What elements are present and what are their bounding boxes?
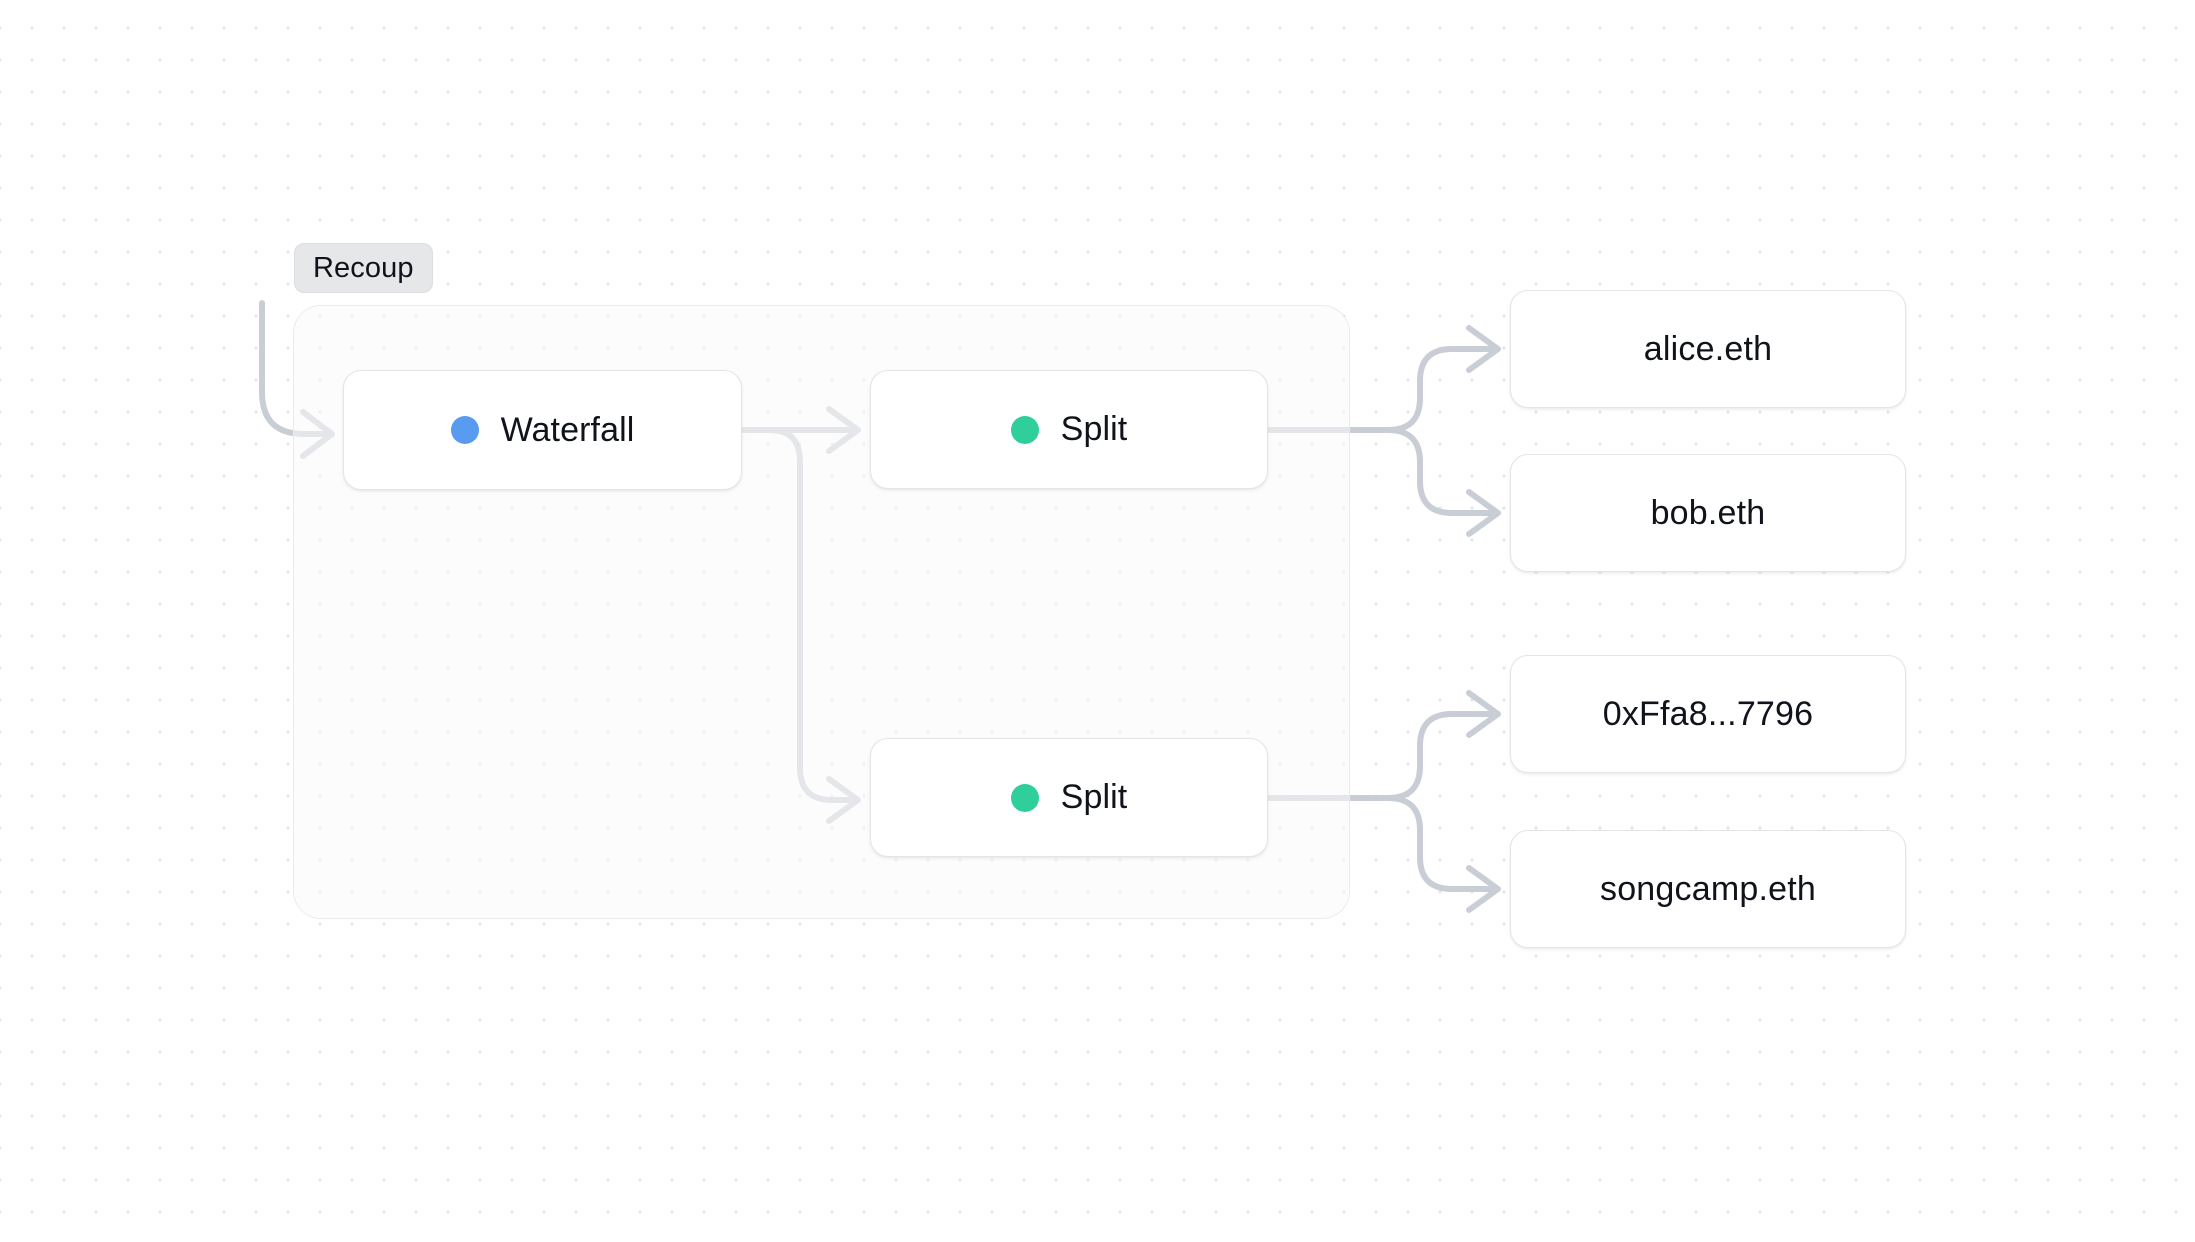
node-recipient-address-label: 0xFfa8...7796 <box>1602 694 1814 733</box>
node-recipient-songcamp[interactable]: songcamp.eth <box>1510 830 1906 948</box>
edge-split1-leaf0-arrowhead <box>1466 325 1501 373</box>
node-split-1[interactable]: Split <box>870 370 1268 489</box>
recoup-group-badge-label: Recoup <box>313 251 414 284</box>
blue-status-dot-icon <box>450 416 479 444</box>
edge-split1-leaf1-arrowhead <box>1466 489 1501 537</box>
node-split-2-label: Split <box>1060 778 1128 816</box>
node-recipient-bob[interactable]: bob.eth <box>1510 454 1906 572</box>
green-status-dot-icon <box>1010 415 1039 444</box>
node-waterfall-label: Waterfall <box>500 410 635 449</box>
recoup-group-badge[interactable]: Recoup <box>294 243 433 293</box>
edge-split2-leaf2-arrowhead <box>1466 690 1501 738</box>
node-recipient-address[interactable]: 0xFfa8...7796 <box>1510 655 1906 773</box>
edge-split2-leaf3-arrowhead <box>1466 865 1501 913</box>
node-waterfall[interactable]: Waterfall <box>343 370 742 490</box>
node-split-2[interactable]: Split <box>870 738 1268 857</box>
node-recipient-alice-label: alice.eth <box>1643 329 1773 368</box>
node-recipient-songcamp-label: songcamp.eth <box>1600 869 1816 908</box>
node-recipient-alice[interactable]: alice.eth <box>1510 290 1906 408</box>
node-recipient-bob-label: bob.eth <box>1650 493 1766 532</box>
node-split-1-label: Split <box>1060 410 1128 448</box>
green-status-dot-icon <box>1010 783 1039 812</box>
